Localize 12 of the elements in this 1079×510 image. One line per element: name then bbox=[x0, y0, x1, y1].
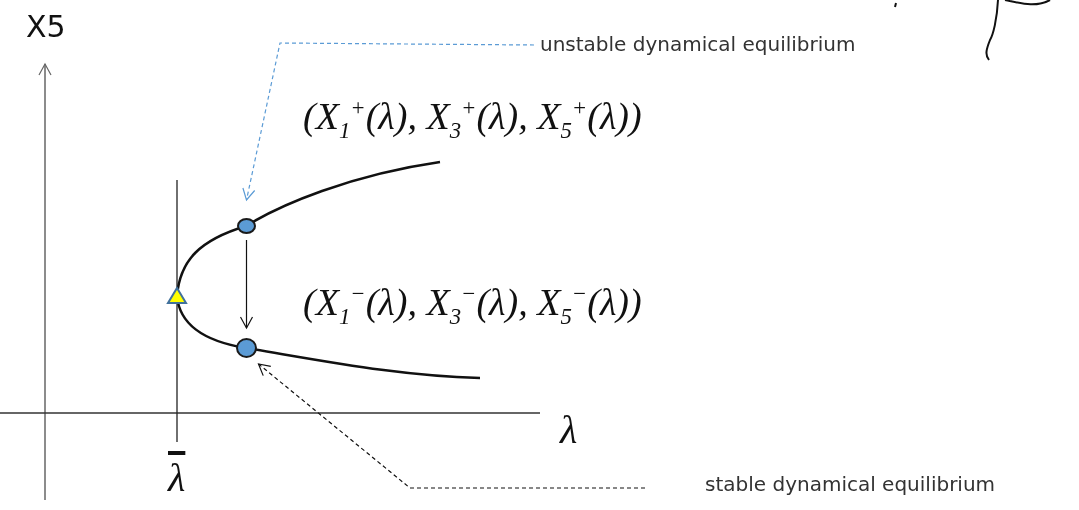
equilibrium-dot bbox=[236, 338, 257, 358]
leader-line bbox=[257, 363, 646, 489]
formula: (X$_{1}$$^{+}$(λ), X$_{3}$$^{+}$(λ), X$_{5}$$^{+}$(λ)) bbox=[303, 97, 642, 143]
annotation-text: stable dynamical equilibrium bbox=[705, 472, 996, 496]
axis-label: X5 bbox=[26, 12, 66, 42]
annotation-text: unstable dynamical equilibrium bbox=[540, 32, 856, 56]
arrow bbox=[239, 239, 254, 329]
formula: (X$_{1}$$^{−}$(λ), X$_{3}$$^{−}$(λ), X$_{5}$$^{−}$(λ)) bbox=[303, 283, 642, 329]
equilibrium-dot bbox=[237, 218, 256, 234]
leader-line bbox=[242, 42, 535, 201]
axis-label: λ bbox=[168, 458, 186, 498]
axis-label: λ bbox=[560, 410, 578, 450]
